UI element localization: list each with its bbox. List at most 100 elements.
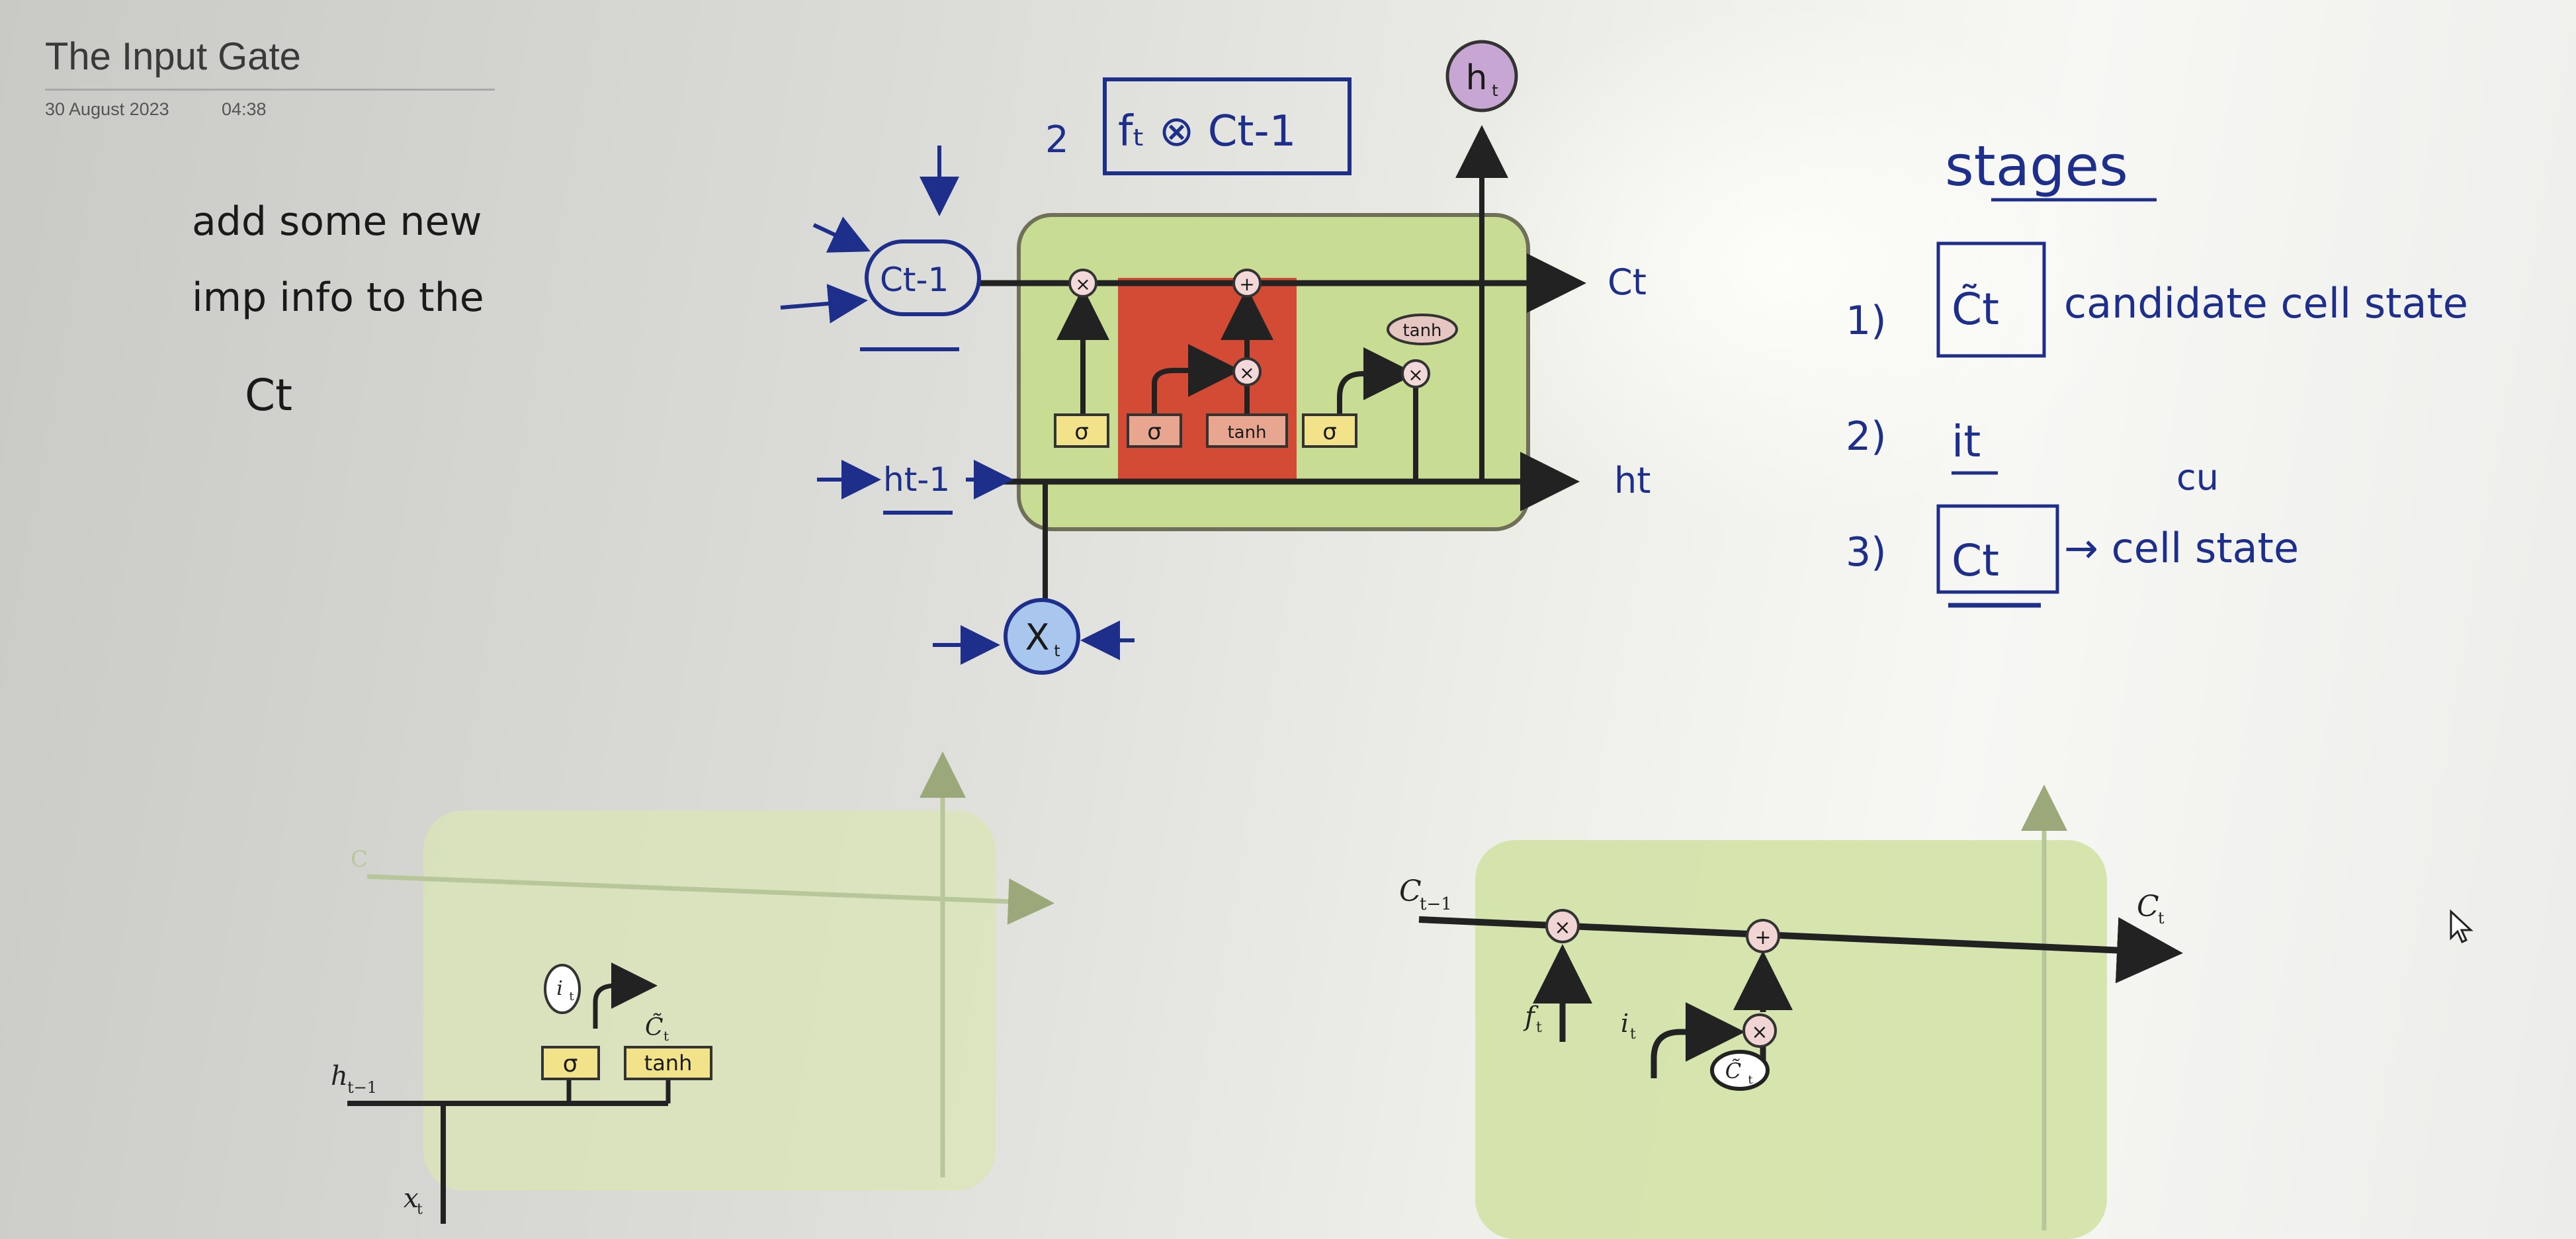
bottom-right-diagram: × + × C̃ t C t−1 C t f t i t	[1399, 785, 2183, 1239]
stages-heading: stages	[1945, 134, 2128, 198]
c-prev-circle	[865, 239, 981, 316]
output-mult-sym: ×	[1408, 364, 1423, 386]
ht-node-sub: t	[1492, 81, 1498, 100]
bl-it-arrow	[593, 962, 658, 1029]
xt-node	[1004, 598, 1080, 675]
tanh-gate-box	[1206, 413, 1288, 448]
xt-node-sub: t	[1054, 642, 1060, 660]
bl-cell-body-faded	[423, 810, 996, 1191]
input-curve	[1152, 344, 1241, 397]
note-line-1: add some new	[192, 198, 482, 245]
ht-node	[1445, 40, 1518, 112]
add-node	[1232, 269, 1262, 298]
page-time: 04:38	[222, 99, 267, 119]
br-forget-mult	[1545, 909, 1580, 943]
page-date: 30 August 2023	[45, 99, 169, 119]
br-ctilde-sub: t	[1748, 1073, 1753, 1087]
input-gate-sigma: σ	[1147, 419, 1162, 445]
output-curve	[1337, 347, 1416, 430]
br-c-out-sub: t	[2158, 909, 2165, 927]
forget-mult-sym: ×	[1075, 273, 1090, 295]
br-input-mult	[1742, 1013, 1777, 1048]
stages-notes: stages 1) C̃t candidate cell state 2) it…	[1846, 134, 2468, 608]
stage-2-num: 2)	[1846, 413, 1887, 460]
c-prev-arrow-2	[780, 284, 868, 323]
note-line-2: imp info to the	[192, 275, 484, 321]
br-it-arrow	[1651, 1002, 1745, 1078]
bl-ctilde-sub: t	[664, 1028, 669, 1044]
ct-out-label: Ct	[1608, 261, 1647, 303]
top-lstm-diagram: σ σ tanh σ tanh × + × × h t X t	[979, 40, 1586, 675]
ht-out-label: ht	[1614, 460, 1651, 501]
br-ctilde: C̃	[1725, 1058, 1741, 1084]
ht-node-label: h	[1466, 58, 1488, 98]
br-ctilde-node	[1710, 1050, 1770, 1091]
stage-3-num: 3)	[1846, 529, 1887, 576]
output-mult-node	[1401, 359, 1430, 388]
output-gate-box	[1302, 413, 1357, 448]
tanh-oval-label: tanh	[1402, 321, 1441, 341]
mouse-cursor-icon	[2450, 909, 2473, 944]
br-forget-mult-sym: ×	[1554, 916, 1570, 939]
input-gate-box	[1127, 413, 1182, 448]
stage-3-sym: Ct	[1952, 535, 1999, 586]
br-cell-body	[1475, 840, 2107, 1239]
input-mult-sym: ×	[1239, 362, 1254, 384]
bl-faded-c: C	[351, 846, 368, 873]
stage-1-sym: C̃t	[1952, 284, 1999, 335]
bl-h-prev-sub: t−1	[347, 1078, 377, 1097]
forget-note-prefix: 2	[1045, 118, 1069, 161]
stage-3-text: → cell state	[2064, 524, 2299, 572]
br-ft-sub: t	[1536, 1019, 1542, 1036]
bl-sigma-box	[541, 1046, 600, 1080]
bl-sigma: σ	[563, 1050, 578, 1078]
h-prev-label: ht-1	[883, 460, 950, 499]
c-prev-label: Ct-1	[880, 261, 949, 299]
bl-it-node	[544, 964, 581, 1014]
stage-extra: cu	[2176, 456, 2219, 498]
top-annotations: Ct-1 ht-1 Ct ht 2 fₜ ⊗ Ct-1	[780, 77, 1651, 665]
forget-gate-sigma: σ	[1074, 419, 1089, 445]
br-it: i	[1621, 1009, 1629, 1038]
stage-1-text: candidate cell state	[2064, 279, 2468, 327]
forget-note-box	[1103, 77, 1352, 175]
tanh-oval	[1387, 314, 1458, 345]
input-gate-highlight	[1118, 278, 1297, 483]
stage-2-sym: it	[1952, 416, 1981, 467]
stage-1-box	[1936, 241, 2046, 358]
forget-gate-box	[1054, 413, 1109, 448]
br-c-prev-sub: t−1	[1420, 894, 1452, 914]
output-gate-sigma: σ	[1322, 419, 1337, 445]
br-c-out: C	[2137, 890, 2159, 923]
br-it-sub: t	[1630, 1026, 1636, 1043]
title-divider	[45, 89, 495, 91]
br-add-sym: +	[1754, 926, 1771, 949]
bl-it-label: i	[556, 977, 563, 1000]
c-prev-arrow-1	[812, 216, 871, 253]
bl-x: x	[404, 1183, 419, 1214]
stage-3-box	[1936, 504, 2059, 594]
stage-1-num: 1)	[1846, 298, 1887, 344]
bl-it-sub: t	[569, 990, 574, 1004]
br-add-node	[1746, 919, 1780, 953]
forget-note-text: fₜ ⊗ Ct-1	[1118, 107, 1296, 156]
br-c-prev: C	[1399, 875, 1422, 908]
bl-x-sub: t	[417, 1201, 423, 1218]
tanh-gate-label: tanh	[1227, 423, 1266, 443]
bl-tanh: tanh	[644, 1050, 693, 1076]
add-sym: +	[1239, 273, 1254, 295]
br-input-mult-sym: ×	[1751, 1021, 1768, 1044]
br-cell-state-line	[1418, 916, 2183, 984]
forget-mult-node	[1068, 269, 1097, 298]
bottom-left-diagram: C σ tanh i t C̃ t h t−1 x t	[331, 751, 1054, 1224]
xt-node-label: X	[1025, 617, 1050, 658]
bl-h-prev: h	[331, 1061, 348, 1091]
bl-tanh-box	[624, 1046, 712, 1080]
page-title: The Input Gate	[45, 35, 301, 78]
left-notes: add some new imp info to the Ct	[192, 198, 484, 421]
bl-faded-cell-line	[366, 874, 1054, 925]
bl-ctilde: C̃	[645, 1013, 664, 1041]
note-line-3: Ct	[245, 370, 292, 421]
input-mult-node	[1232, 357, 1262, 386]
